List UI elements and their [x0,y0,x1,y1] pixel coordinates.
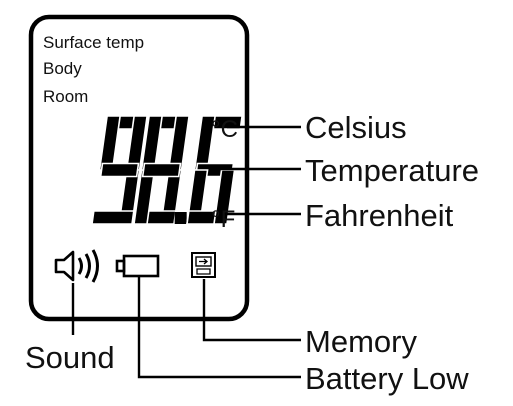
callout-celsius: Celsius [305,110,407,145]
unit-fahrenheit: °F [211,206,235,233]
mode-body: Body [43,59,82,78]
battery-low-leader-line [137,277,301,379]
mode-room: Room [43,87,88,106]
unit-celsius: °C [211,116,238,143]
callout-temperature: Temperature [305,153,479,188]
temperature-reading [91,115,244,225]
reading-segment [99,162,140,178]
reading-digit [186,115,244,225]
callout-sound: Sound [25,340,115,375]
callout-fahrenheit: Fahrenheit [305,198,454,233]
reading-segment [141,162,182,178]
memory-icon [191,252,216,278]
reading-digit [133,115,191,225]
battery-low-icon [115,254,160,278]
mode-surface-temp: Surface temp [43,33,144,52]
reading-segment [91,210,135,225]
sound-icon [54,249,99,283]
callout-memory: Memory [305,324,417,359]
reading-digit [91,115,149,225]
callout-battery-low: Battery Low [305,361,469,396]
reading-decimal-point [174,212,187,224]
memory-leader-line [202,279,301,342]
